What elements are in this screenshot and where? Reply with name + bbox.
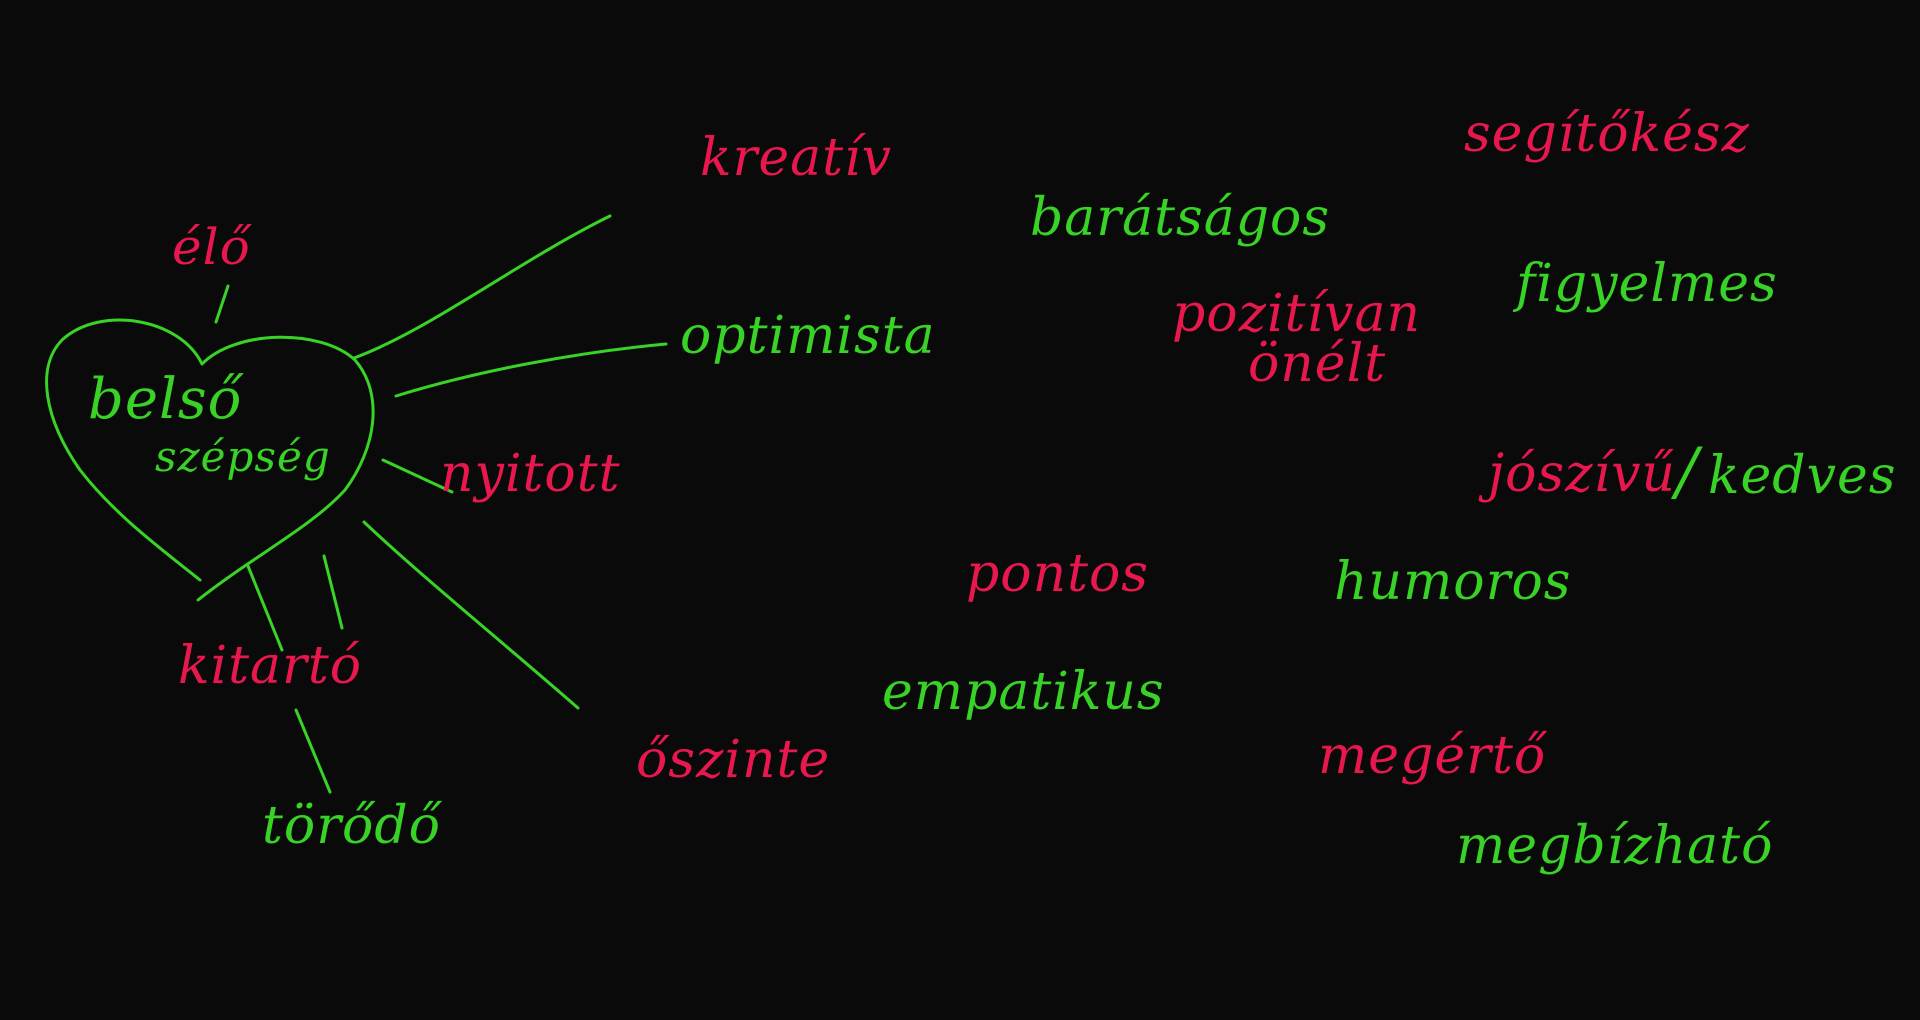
word-elo: élő (172, 218, 251, 276)
word-megerto: megértő (1318, 726, 1547, 786)
heart-label-belso: belső (88, 367, 243, 432)
word-optimista: optimista (680, 306, 936, 366)
connector-nyitott (381, 458, 454, 494)
word-empatikus: empatikus (882, 662, 1165, 722)
word-nyitott: nyitott (440, 444, 621, 504)
connector-kreativ (352, 214, 612, 360)
word-humoros: humoros (1334, 552, 1572, 612)
connector-kitarto-1 (246, 564, 284, 652)
connector-oszinte (362, 520, 580, 710)
word-megbizhato: megbízható (1456, 816, 1774, 876)
word-figyelmes: figyelmes (1516, 254, 1778, 314)
word-oszinte: őszinte (636, 730, 831, 790)
word-pontos: pontos (966, 544, 1149, 604)
word-pozitivan: pozitívan (1172, 284, 1422, 344)
connector-torodo (294, 708, 332, 794)
connector-elo (214, 284, 230, 324)
word-slash: / (1676, 435, 1699, 509)
heart-label-szepseg: szépség (155, 432, 331, 481)
word-kreativ: kreatív (700, 128, 893, 188)
word-onelt: önélt (1248, 334, 1387, 394)
heart-outline (45, 318, 375, 602)
word-joszivu: jószívű (1488, 444, 1677, 504)
word-kitarto: kitartó (178, 636, 363, 696)
word-segitokesz: segítőkész (1464, 104, 1750, 164)
connector-optimista (394, 342, 668, 398)
word-baratsagos: barátságos (1030, 188, 1331, 248)
word-torodo: törődő (262, 796, 441, 856)
connector-kitarto-2 (322, 554, 344, 630)
word-kedves: kedves (1708, 446, 1897, 506)
